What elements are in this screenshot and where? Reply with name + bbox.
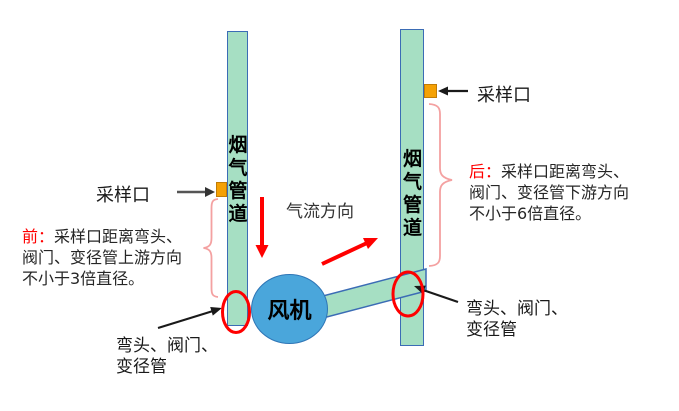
bend-label-left-line1: 弯头、阀门、 — [116, 336, 218, 356]
bend-label-left-line2: 变径管 — [116, 357, 167, 377]
bend-label-left: 弯头、阀门、 变径管 — [116, 336, 218, 378]
sampling-port-left-label: 采样口 — [96, 185, 150, 206]
bend-marker-right — [391, 270, 425, 318]
upstream-note-prefix: 前： — [22, 227, 55, 246]
bend-marker-left — [221, 290, 251, 334]
flue-duct-right-label: 烟气管道 — [402, 148, 422, 239]
bend-pointer-left-icon — [157, 307, 222, 330]
sampling-pointer-right-icon — [438, 86, 468, 96]
bend-pointer-right-icon — [414, 285, 459, 304]
downstream-note-prefix: 后： — [469, 162, 502, 181]
bend-label-right-line2: 变径管 — [466, 320, 517, 340]
fan-label: 风机 — [267, 299, 312, 324]
sampling-port-right-label: 采样口 — [477, 85, 531, 106]
upstream-note-line1: 采样口距离弯头、 — [54, 227, 183, 246]
sampling-pointer-left-icon — [177, 187, 215, 197]
sampling-port-right — [424, 84, 437, 98]
upstream-note-line3: 不小于3倍直径。 — [22, 269, 145, 288]
upstream-note: 前：采样口距离弯头、 阀门、变径管上游方向 不小于3倍直径。 — [22, 226, 182, 289]
sampling-port-left — [216, 182, 227, 197]
flue-duct-left-label: 烟气管道 — [228, 134, 248, 225]
downstream-note-line1: 采样口距离弯头、 — [501, 162, 630, 181]
flow-arrow-down-icon — [255, 197, 269, 258]
bend-label-right: 弯头、阀门、 变径管 — [466, 299, 568, 341]
downstream-note-line2: 阀门、变径管下游方向 — [469, 183, 630, 202]
upstream-note-line2: 阀门、变径管上游方向 — [22, 248, 183, 267]
downstream-brace-icon — [428, 103, 453, 267]
fan-circle: 风机 — [251, 274, 328, 344]
flow-arrow-diagonal-icon — [321, 238, 378, 266]
flow-direction-label: 气流方向 — [286, 202, 354, 222]
downstream-note-line3: 不小于6倍直径。 — [469, 204, 592, 223]
downstream-note: 后：采样口距离弯头、 阀门、变径管下游方向 不小于6倍直径。 — [469, 161, 629, 224]
flue-duct-left — [227, 31, 248, 326]
upstream-brace-icon — [203, 198, 219, 298]
bend-label-right-line1: 弯头、阀门、 — [466, 299, 568, 319]
